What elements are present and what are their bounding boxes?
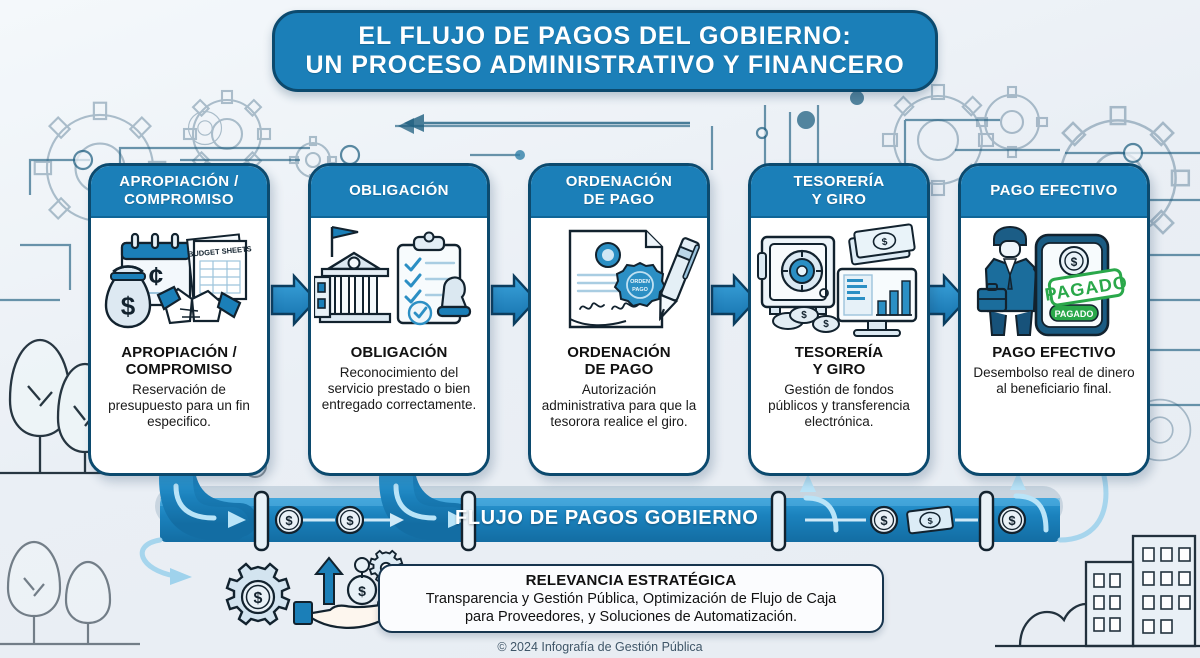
step-art-tesoreria: $ $ $ — [751, 218, 927, 340]
relevance-line1: Transparencia y Gestión Pública, Optimiz… — [425, 590, 837, 607]
step-card-pago-efectivo[interactable]: PAGO EFECTIVO — [958, 163, 1150, 476]
title-line-2: UN PROCESO ADMINISTRATIVO Y FINANCERO — [305, 51, 905, 79]
step-card-ordenacion[interactable]: ORDENACIÓN DE PAGO — [528, 163, 710, 476]
relevance-text: Transparencia y Gestión Pública, Optimiz… — [426, 590, 837, 626]
money-bag-icon: $ — [104, 265, 152, 329]
title-line-1: EL FLUJO DE PAGOS DEL GOBIERNO: — [358, 22, 852, 50]
budget-sheets-icon: BUDGET SHEETS — [186, 233, 252, 301]
svg-text:$: $ — [1008, 513, 1016, 528]
svg-text:$: $ — [254, 590, 263, 607]
step-title-apropiacion: APROPIACIÓN / COMPROMISO — [99, 344, 259, 378]
svg-text:$: $ — [358, 583, 366, 599]
svg-text:$: $ — [285, 513, 293, 528]
step-desc-obligacion: Reconocimiento del servicio prestado o b… — [321, 365, 477, 412]
step-body-ordenacion: ORDENACIÓN DE PAGO Autorización administ… — [531, 340, 707, 473]
step-header-line2: DE PAGO — [583, 191, 655, 208]
step-title-line1: TESORERÍA — [794, 344, 884, 361]
svg-text:$: $ — [1071, 255, 1078, 269]
svg-text:¢: ¢ — [149, 261, 163, 291]
svg-text:$: $ — [801, 310, 807, 321]
monitor-chart-icon — [836, 267, 918, 337]
step-title-pago-efectivo: PAGO EFECTIVO — [992, 344, 1116, 361]
strategic-relevance-box: RELEVANCIA ESTRATÉGICA Transparencia y G… — [378, 564, 884, 633]
step-title-ordenacion: ORDENACIÓN DE PAGO — [539, 344, 699, 378]
step-body-tesoreria: TESORERÍA Y GIRO Gestión de fondos públi… — [751, 340, 927, 473]
step-body-pago-efectivo: PAGO EFECTIVO Desembolso real de dinero … — [961, 340, 1147, 473]
step-desc-tesoreria: Gestión de fondos públicos y transferenc… — [768, 382, 910, 429]
step-title-obligacion: OBLIGACIÓN — [350, 344, 448, 361]
step-header-line1: PAGO EFECTIVO — [990, 182, 1118, 199]
step-header-line1: OBLIGACIÓN — [349, 182, 449, 199]
paid-badge: PAGADO — [1049, 304, 1099, 322]
svg-text:$: $ — [121, 291, 136, 321]
step-header-tesoreria: TESORERÍA Y GIRO — [751, 166, 927, 218]
step-header-line2: COMPROMISO — [124, 191, 234, 208]
svg-text:ORDEN: ORDEN — [630, 279, 650, 285]
step-card-obligacion[interactable]: OBLIGACIÓN — [308, 163, 490, 476]
step-header-line1: APROPIACIÓN / — [119, 173, 239, 190]
gear-dollar-icon: $ — [225, 562, 291, 626]
step-title-line1: APROPIACIÓN / — [121, 344, 237, 361]
relevance-line2: para Proveedores, y Soluciones de Automa… — [464, 608, 798, 625]
step-title-line2: Y GIRO — [812, 361, 866, 378]
step-art-pago-efectivo: $ PAGADO PAGADO — [961, 218, 1147, 340]
step-art-ordenacion: ORDEN PAGO — [531, 218, 707, 340]
svg-text:$: $ — [823, 319, 829, 330]
svg-text:PAGO: PAGO — [632, 287, 649, 293]
step-title-line2: COMPROMISO — [125, 361, 233, 378]
step-header-line2: Y GIRO — [811, 191, 867, 208]
step-art-obligacion — [311, 218, 487, 340]
step-header-line1: TESORERÍA — [793, 173, 885, 190]
pipe-flow-label: FLUJO DE PAGOS GOBIERNO — [455, 507, 759, 529]
svg-text:$: $ — [880, 513, 888, 528]
coins-icon: $ $ — [772, 306, 840, 333]
step-card-tesoreria[interactable]: TESORERÍA Y GIRO — [748, 163, 930, 476]
step-art-apropiacion: ¢ $ BUDGET SHEETS — [91, 218, 267, 340]
step-header-apropiacion: APROPIACIÓN / COMPROMISO — [91, 166, 267, 218]
step-card-apropiacion[interactable]: APROPIACIÓN / COMPROMISO ¢ — [88, 163, 270, 476]
svg-text:$: $ — [346, 513, 354, 528]
step-header-obligacion: OBLIGACIÓN — [311, 166, 487, 218]
step-body-apropiacion: APROPIACIÓN / COMPROMISO Reservación de … — [91, 340, 267, 473]
step-body-obligacion: OBLIGACIÓN Reconocimiento del servicio p… — [311, 340, 487, 473]
step-title-line1: ORDENACIÓN — [567, 344, 671, 361]
step-header-line1: ORDENACIÓN — [565, 173, 673, 190]
paid-badge-label: PAGADO — [1055, 309, 1094, 319]
footer-copyright: © 2024 Infografía de Gestión Pública — [497, 640, 703, 654]
banknotes-icon: $ — [848, 223, 916, 266]
government-building-icon — [314, 226, 392, 324]
step-header-pago-efectivo: PAGO EFECTIVO — [961, 166, 1147, 218]
safe-vault-icon — [757, 235, 836, 315]
step-title-line2: DE PAGO — [584, 361, 654, 378]
step-desc-pago-efectivo: Desembolso real de dinero al beneficiari… — [973, 365, 1135, 396]
step-title-tesoreria: TESORERÍA Y GIRO — [759, 344, 919, 378]
step-header-ordenacion: ORDENACIÓN DE PAGO — [531, 166, 707, 218]
step-desc-apropiacion: Reservación de presupuesto para un fin e… — [108, 382, 250, 429]
relevance-title: RELEVANCIA ESTRATÉGICA — [525, 571, 737, 589]
page-title: EL FLUJO DE PAGOS DEL GOBIERNO: UN PROCE… — [272, 10, 938, 92]
svg-text:$: $ — [927, 516, 933, 527]
step-desc-ordenacion: Autorización administrativa para que la … — [541, 382, 697, 429]
